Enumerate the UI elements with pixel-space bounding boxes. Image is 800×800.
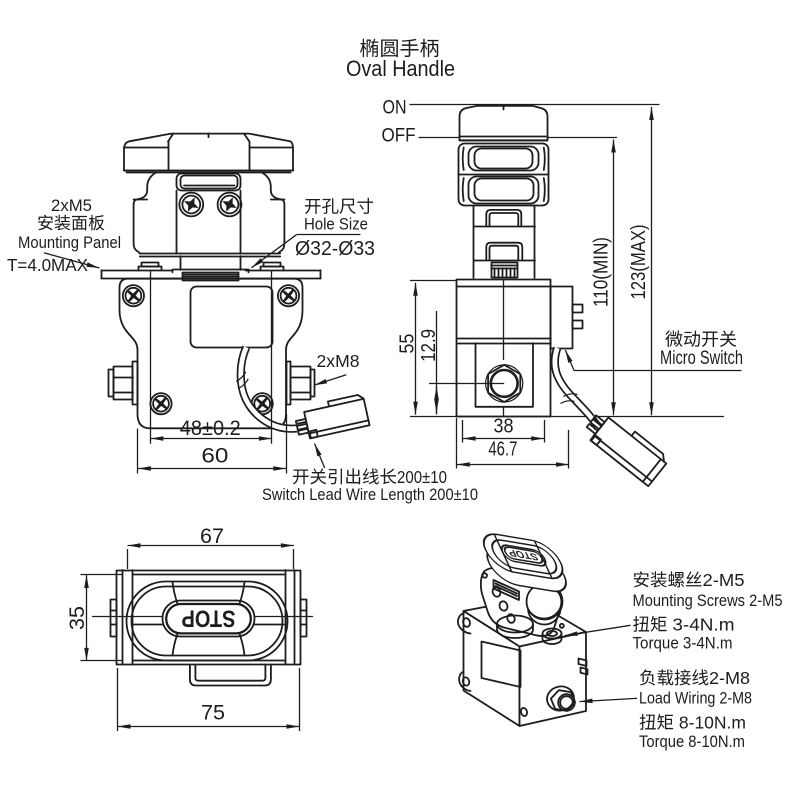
svg-text:Mounting Screws 2-M5: Mounting Screws 2-M5	[633, 592, 783, 610]
svg-text:Torque 3-4N.m: Torque 3-4N.m	[633, 635, 733, 653]
svg-text:123(MAX): 123(MAX)	[628, 225, 650, 300]
svg-text:2-M5: 2-M5	[703, 570, 745, 590]
svg-text:35: 35	[65, 606, 89, 630]
svg-text:OFF: OFF	[382, 125, 416, 147]
svg-text:110(MIN): 110(MIN)	[591, 237, 613, 307]
svg-text:ON: ON	[383, 97, 407, 119]
svg-text:60: 60	[201, 443, 228, 467]
svg-text:2xM8: 2xM8	[317, 351, 360, 371]
svg-text:12.9: 12.9	[418, 329, 440, 362]
svg-text:Ø32-Ø33: Ø32-Ø33	[295, 238, 375, 260]
svg-text:Mounting Panel: Mounting Panel	[18, 234, 121, 252]
svg-text:200±10: 200±10	[397, 467, 447, 487]
svg-text:2-M8: 2-M8	[709, 668, 750, 688]
svg-text:75: 75	[201, 701, 225, 725]
svg-text:2xM5: 2xM5	[51, 196, 92, 215]
svg-text:Micro Switch: Micro Switch	[660, 347, 743, 369]
svg-text:67: 67	[200, 524, 224, 548]
svg-text:8-10N.m: 8-10N.m	[679, 713, 746, 733]
svg-text:STOP: STOP	[182, 605, 236, 632]
svg-text:46.7: 46.7	[488, 438, 517, 460]
svg-text:T=4.0MAX: T=4.0MAX	[7, 255, 88, 275]
svg-text:Hole Size: Hole Size	[304, 216, 368, 234]
svg-text:Switch Lead Wire Length 200±10: Switch Lead Wire Length 200±10	[262, 486, 478, 504]
svg-text:48±0.2: 48±0.2	[180, 416, 241, 440]
svg-text:Load Wiring 2-M8: Load Wiring 2-M8	[639, 690, 752, 708]
svg-text:Oval Handle: Oval Handle	[346, 56, 455, 81]
svg-text:38: 38	[494, 416, 514, 438]
svg-text:Torque 8-10N.m: Torque 8-10N.m	[639, 733, 745, 751]
svg-text:3-4N.m: 3-4N.m	[672, 615, 734, 635]
svg-text:55: 55	[397, 334, 419, 354]
